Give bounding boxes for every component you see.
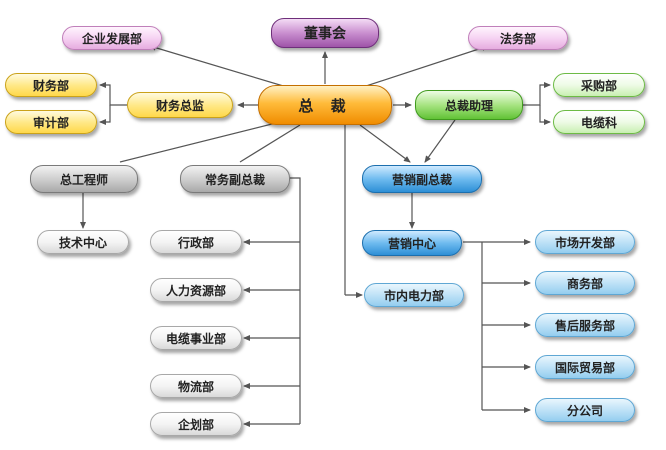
node-cable-business: 电缆事业部: [150, 326, 242, 350]
node-ceo: 总 裁: [258, 85, 392, 125]
node-board: 董事会: [271, 18, 379, 48]
node-city-power: 市内电力部: [364, 283, 464, 307]
node-enterprise-dev: 企业发展部: [62, 26, 162, 50]
node-tech-center: 技术中心: [37, 230, 129, 254]
node-legal: 法务部: [468, 26, 568, 50]
node-chief-engineer: 总工程师: [30, 165, 138, 193]
node-cable-section: 电缆科: [553, 110, 645, 134]
node-assistant: 总裁助理: [415, 90, 523, 120]
node-procurement: 采购部: [553, 73, 645, 97]
node-planning: 企划部: [150, 412, 242, 436]
node-intl-trade: 国际贸易部: [535, 355, 635, 379]
node-sales-vp: 营销副总裁: [362, 165, 482, 193]
node-market-dev: 市场开发部: [535, 230, 635, 254]
node-hr: 人力资源部: [150, 278, 242, 302]
node-admin: 行政部: [150, 230, 242, 254]
node-branch: 分公司: [535, 398, 635, 422]
node-exec-vp: 常务副总裁: [180, 165, 290, 193]
node-commerce: 商务部: [535, 271, 635, 295]
node-finance-dept: 财务部: [5, 73, 97, 97]
node-audit: 审计部: [5, 110, 97, 134]
node-after-sales: 售后服务部: [535, 313, 635, 337]
node-sales-center: 营销中心: [362, 230, 462, 256]
node-cfo: 财务总监: [127, 92, 233, 118]
node-logistics: 物流部: [150, 374, 242, 398]
